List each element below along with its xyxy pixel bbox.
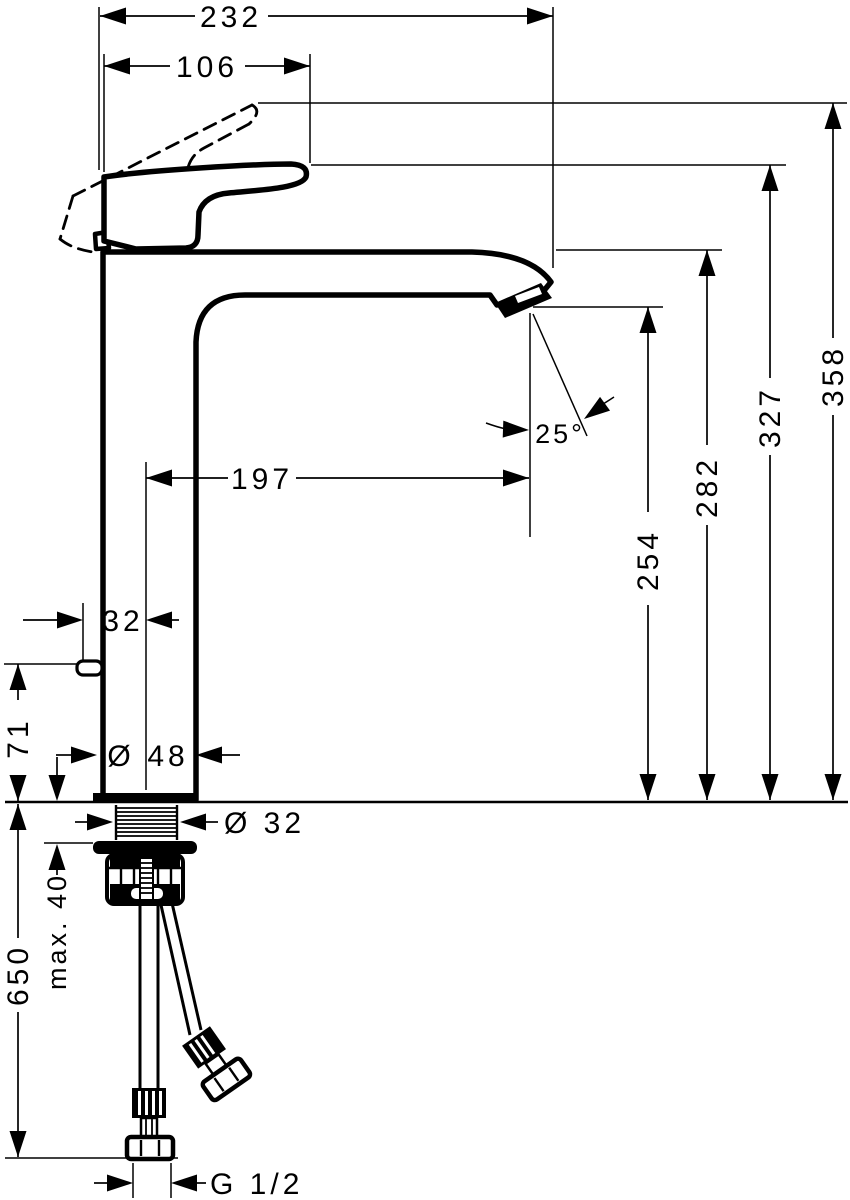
dim-label-dia48-value: 48 (147, 740, 188, 773)
handle-outline (101, 161, 310, 252)
dim-knob-height-71: 71 (2, 663, 77, 801)
dim-label-358: 358 (817, 345, 850, 407)
dim-label-max40: max. 40 (42, 873, 72, 990)
faucet-body (75, 249, 554, 803)
dim-label-327: 327 (754, 386, 787, 448)
pull-rod-knob (75, 659, 104, 677)
dim-label-71: 71 (2, 717, 35, 758)
dim-label-g12: G 1/2 (210, 1168, 303, 1200)
body-base-band (93, 793, 198, 802)
dim-label-254: 254 (632, 529, 665, 591)
supply-hoses (124, 902, 253, 1162)
dim-hose-length-650: 650 (2, 804, 178, 1159)
dim-height-outlet-254: 254 (533, 306, 665, 800)
dim-thread-g12: G 1/2 (94, 1163, 303, 1200)
dim-height-handle-327: 327 (311, 164, 787, 800)
dim-handle-length: 106 (103, 51, 311, 172)
dim-label-25deg: 25° (535, 419, 585, 449)
dim-label-232: 232 (200, 1, 262, 34)
dim-shank-diameter-32: Ø 32 (75, 807, 305, 840)
mounting-assembly (93, 805, 197, 906)
pull-rod-threads (141, 862, 152, 894)
hose-angled (170, 902, 203, 1031)
dim-handle-offset-32: 32 (23, 603, 179, 660)
dim-spout-reach: 197 (145, 462, 529, 790)
mounting-flange (93, 841, 197, 854)
dim-height-raised-handle-358: 358 (258, 102, 850, 800)
dim-label-dia32: Ø 32 (224, 807, 305, 840)
dim-deck-thickness-max40: max. 40 (42, 757, 93, 990)
dim-body-diameter-48: Ø 48 (56, 740, 240, 773)
dim-label-32: 32 (102, 605, 143, 638)
dim-total-width: 232 (98, 1, 554, 268)
dim-label-dia48-symbol: Ø (107, 740, 134, 773)
shank-threads (116, 807, 177, 837)
dim-label-650: 650 (2, 944, 35, 1006)
angle-line (532, 313, 588, 437)
spout-top-outline (100, 249, 554, 803)
spout-underside-outline (193, 292, 500, 803)
hose-crimp (182, 1026, 226, 1069)
angled-hose-end (182, 1026, 253, 1103)
connection-nut (200, 1056, 253, 1103)
dim-label-106: 106 (176, 51, 238, 84)
dim-label-197: 197 (231, 463, 293, 496)
dim-outlet-angle: 25° (485, 313, 615, 537)
connection-nut (124, 1134, 176, 1162)
dim-height-top-282: 282 (556, 249, 724, 800)
dim-label-282: 282 (691, 456, 724, 518)
hose-angled (159, 904, 192, 1036)
aerator-slot (515, 287, 542, 303)
faucet-handle (92, 161, 310, 252)
